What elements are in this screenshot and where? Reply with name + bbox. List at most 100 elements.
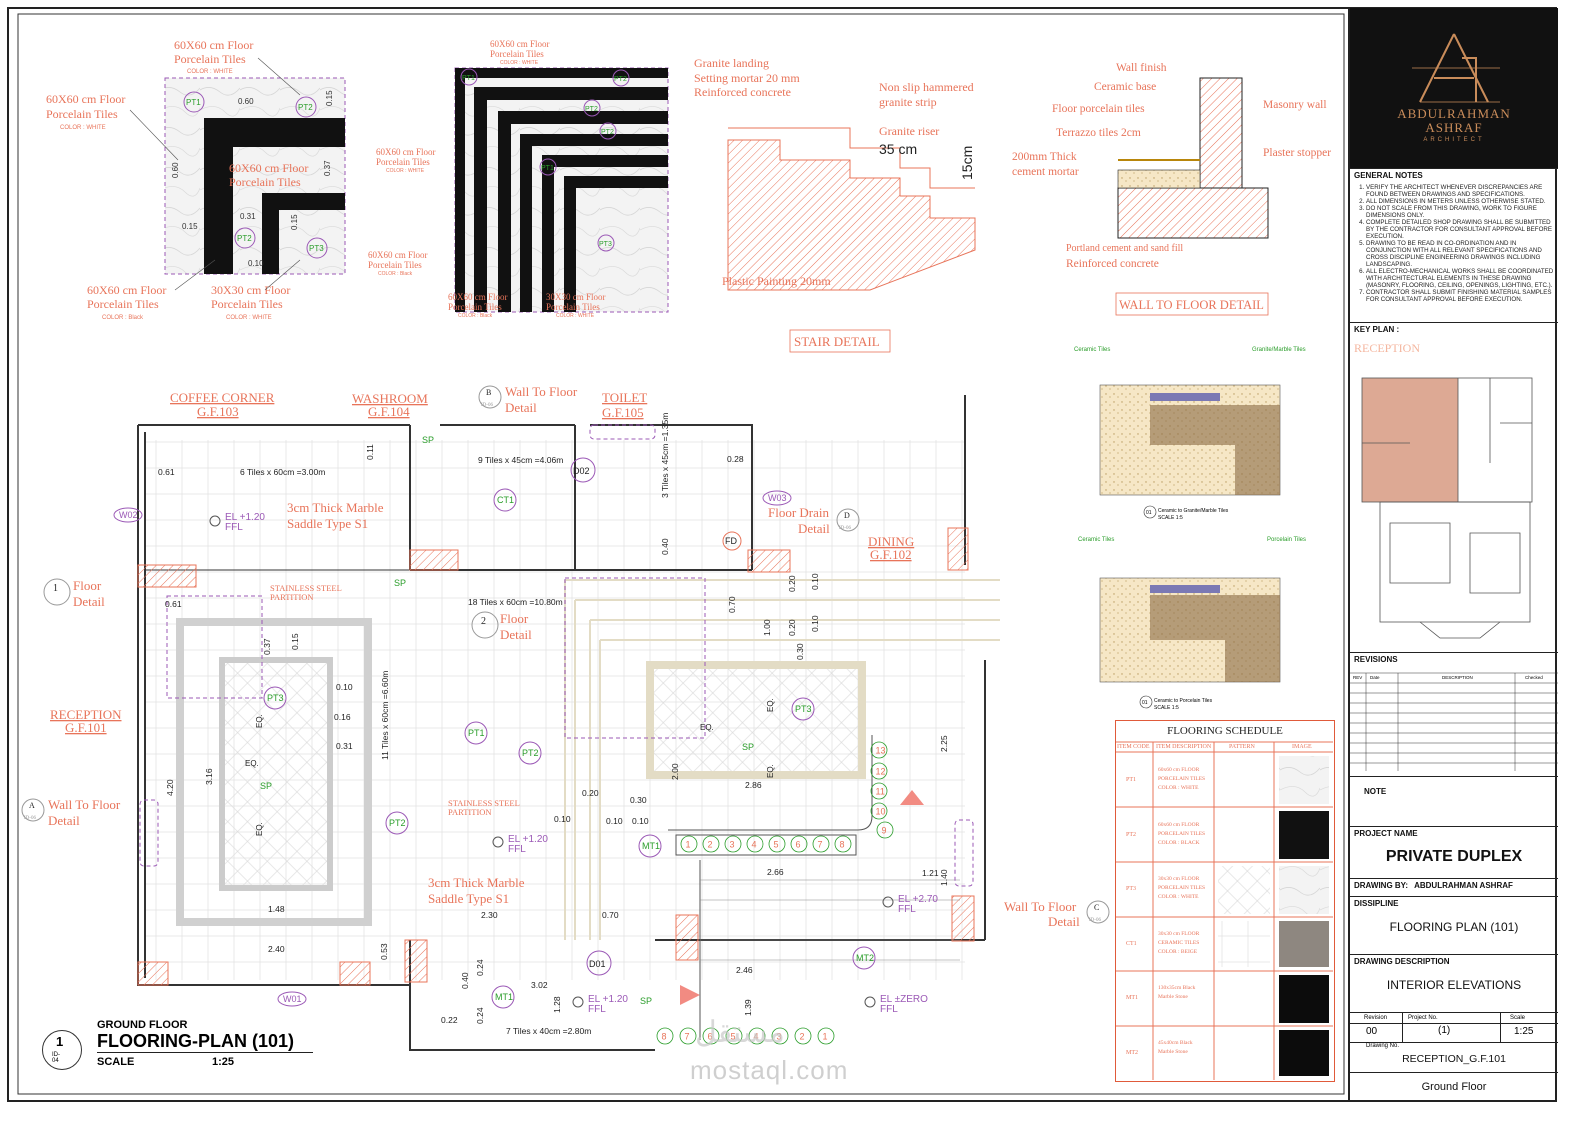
dimension: 0.22 — [441, 1015, 458, 1025]
plan-level: GROUND FLOOR — [97, 1019, 188, 1031]
stair-step-marker — [817, 1027, 835, 1045]
stair-step-number: 3 — [730, 840, 735, 850]
sp-tag: SP — [640, 996, 652, 1006]
eq-label: EQ. — [245, 759, 259, 768]
label: Granite riser — [879, 124, 939, 138]
discipline-label: DISSIPLINE — [1354, 899, 1399, 908]
tag-pt1: PT1 — [468, 728, 485, 738]
dimension: 6 Tiles x 60cm =3.00m — [240, 467, 325, 477]
stair-step-number: 6 — [708, 1032, 713, 1042]
dimension: 0.70 — [602, 910, 619, 920]
eq-label: EQ. — [766, 764, 775, 778]
label: Terrazzo tiles 2cm — [1056, 127, 1141, 139]
project-name: PRIVATE DUPLEX — [1385, 848, 1523, 865]
label: Masonry wall — [1263, 99, 1327, 111]
dimension: 3.02 — [531, 980, 548, 990]
label: Floor porcelain tiles — [1052, 103, 1145, 115]
label: 30X30 cm Floor — [211, 283, 290, 297]
wall-to-floor-detail: Wall finish Ceramic base Floor porcelain… — [1012, 62, 1331, 316]
sp-tag: SP — [394, 578, 406, 588]
revision-grid — [1350, 672, 1558, 771]
general-note: VERIFY THE ARCHITECT WHENEVER DISCREPANC… — [1366, 184, 1554, 198]
callout-ref: ID-06 — [1089, 918, 1101, 923]
stair-step-marker — [725, 1027, 743, 1045]
schedule-item-description: Marble Stone — [1158, 1048, 1188, 1055]
flooring-schedule-table — [1115, 741, 1333, 1080]
schedule-item-description: 30x30 cm FLOOR — [1158, 930, 1200, 937]
stair-step-marker — [876, 821, 894, 839]
drawing-by: ABDULRAHMAN ASHRAF — [1414, 881, 1513, 890]
sp-tag: SP — [260, 781, 272, 791]
plan-ref: ID-04 — [52, 1052, 60, 1064]
drawing-no-label: Drawing No. — [1366, 1043, 1400, 1049]
project-name-section: PROJECT NAME PRIVATE DUPLEX — [1350, 826, 1558, 879]
callout-letter: D — [844, 511, 850, 520]
schedule-item-code: CT1 — [1126, 940, 1137, 947]
callout-text: Wall To Floor — [505, 384, 578, 399]
label: Porcelain Tiles — [368, 260, 422, 270]
dimension: 0.10 — [810, 573, 820, 590]
plan-number: 1 — [56, 1034, 64, 1049]
room-name: RECEPTION — [50, 707, 122, 722]
elevation: FFL — [225, 522, 243, 533]
stair-step-marker — [748, 1027, 766, 1045]
dimension: 0.11 — [365, 444, 375, 460]
label: Saddle Type S1 — [287, 516, 368, 531]
label: COLOR : WHITE — [500, 60, 539, 66]
tag-pt1: PT1 — [541, 165, 554, 172]
dimension: 11 Tiles x 60cm =6.60m — [380, 671, 390, 760]
dim-label: 0.15 — [325, 90, 334, 106]
schedule-col: PATTERN — [1229, 744, 1255, 750]
label: COLOR : WHITE — [386, 168, 425, 174]
label: 3cm Thick Marble — [287, 500, 384, 515]
stair-step-number: 7 — [685, 1032, 690, 1042]
label: Ceramic to Porcelain Tiles — [1154, 698, 1213, 704]
dim-label: 0.15 — [182, 222, 198, 231]
room-name: COFFEE CORNER — [170, 390, 275, 405]
sheet-border — [7, 7, 1557, 1102]
dimension: 0.31 — [336, 741, 353, 751]
dimension: 7 Tiles x 40cm =2.80m — [506, 1026, 591, 1036]
dimension: 2.25 — [939, 735, 949, 752]
tag-pt2: PT2 — [601, 129, 614, 136]
stair-step-marker — [870, 741, 888, 759]
scale-label: Scale — [1510, 1015, 1526, 1021]
label: STAINLESS STEEL — [270, 583, 342, 593]
drawing-by-section: DRAWING BY:ABDULRAHMAN ASHRAF — [1350, 878, 1558, 897]
room-code: G.F.105 — [602, 405, 644, 420]
tag-pt2: PT2 — [389, 818, 406, 828]
stair-step-number: 2 — [800, 1032, 805, 1042]
callout-text: Detail — [505, 400, 537, 415]
revisions-title: REVISIONS — [1354, 655, 1398, 664]
schedule-item-description: CERAMIC TILES — [1158, 939, 1200, 946]
schedule-col: IMAGE — [1292, 744, 1312, 750]
discipline-section: DISSIPLINE FLOORING PLAN (101) — [1350, 896, 1558, 953]
label: COLOR : WHITE — [60, 125, 106, 131]
eq-label: EQ. — [700, 723, 714, 732]
dimension: 1.21 — [922, 868, 939, 878]
schedule-item-description: Marble Stone — [1158, 994, 1188, 1000]
drawing-frame — [17, 13, 1345, 1095]
floor-detail-2: PT1 PT2 PT2 PT2 PT1 PT3 60X60 cm Floor P… — [368, 39, 669, 319]
tag-mt1: MT1 — [495, 992, 513, 1002]
stair-step-marker — [870, 802, 888, 820]
general-note: ALL ELECTRO-MECHANICAL WORKS SHALL BE CO… — [1366, 268, 1554, 289]
project-no: (1) — [1438, 1025, 1451, 1036]
schedule-item-description: COLOR : WHITE — [1158, 894, 1199, 900]
watermark-ar: مستقل — [695, 1016, 785, 1049]
drawing-number-section: Drawing No. RECEPTION_G.F.101 — [1350, 1042, 1558, 1073]
stair-step-marker — [746, 835, 764, 853]
eq-label: EQ. — [255, 714, 264, 728]
label: Non slip hammered — [879, 80, 974, 94]
label: Ceramic Tiles — [1074, 347, 1110, 353]
tag-pt2: PT2 — [522, 748, 539, 758]
callout-number: 2 — [481, 616, 486, 627]
schedule-item-code: PT1 — [1126, 777, 1137, 783]
label: 01 — [1146, 510, 1152, 516]
schedule-item-code: MT1 — [1126, 995, 1138, 1001]
tag-mt2: MT2 — [856, 953, 874, 963]
schedule-item-description: COLOR : BLACK — [1158, 839, 1200, 846]
schedule-title: FLOORING SCHEDULE — [1167, 725, 1283, 737]
floor-detail-1: 0.60 0.15 0.60 0.37 0.15 0.31 0.10 0.15 … — [46, 38, 346, 321]
